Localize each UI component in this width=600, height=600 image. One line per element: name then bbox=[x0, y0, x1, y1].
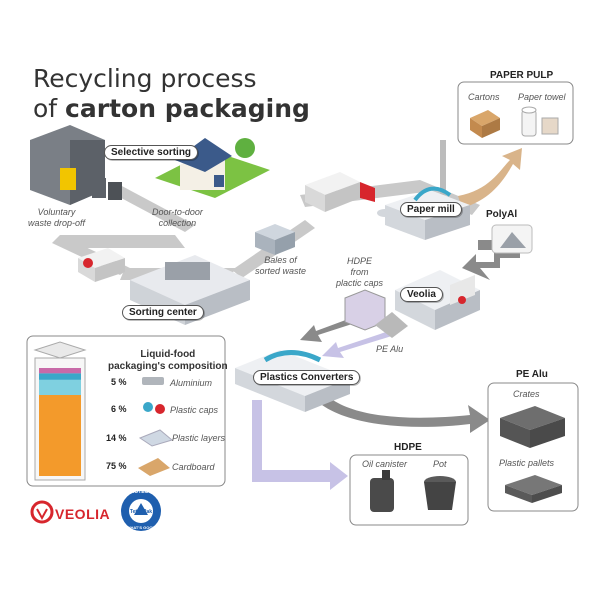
caption-hdpe-caps: HDPE from plactic caps bbox=[336, 256, 384, 288]
dropoff-container-illustration bbox=[30, 125, 122, 205]
arrow-to-hdpe bbox=[252, 400, 348, 490]
bales-illustration bbox=[255, 224, 295, 255]
composition-pct-plastic-layers: 14 % bbox=[106, 433, 127, 443]
cartons-icon bbox=[470, 110, 500, 138]
hdpe-caps-cage bbox=[344, 289, 408, 338]
veolia-logo-text: VEOLIA bbox=[55, 506, 111, 522]
caption-voluntary-dropoff: Voluntary waste drop-off bbox=[28, 207, 86, 228]
tetra-badge-bottom-text: WHAT'S GOOD bbox=[126, 525, 156, 530]
caption-pe-alu-small: PE Alu bbox=[376, 344, 404, 354]
composition-label-aluminium: Aluminium bbox=[170, 378, 213, 388]
composition-label-plastic-caps: Plastic caps bbox=[170, 405, 219, 415]
hdpe-title: HDPE bbox=[394, 442, 422, 453]
collection-truck-left bbox=[78, 248, 125, 282]
carton-drawing bbox=[33, 341, 87, 481]
composition-pct-aluminium: 5 % bbox=[111, 377, 127, 387]
hdpe-item-1: Pot bbox=[433, 459, 447, 469]
paper-pulp-item-1: Paper towel bbox=[518, 92, 566, 102]
title-bold: carton packaging bbox=[65, 94, 310, 123]
caption-door-to-door: Door-to-door collection bbox=[152, 207, 203, 228]
caption-bales: Bales of sorted waste bbox=[255, 255, 307, 276]
pe-alu-item-0: Crates bbox=[513, 389, 540, 399]
collection-truck-top bbox=[305, 172, 375, 212]
label-selective-sorting: Selective sorting bbox=[104, 145, 199, 160]
page-title: Recycling process of carton packaging bbox=[33, 64, 310, 124]
tetra-badge-mid-text: Tetra Pak bbox=[129, 509, 153, 515]
paper-pulp-title: PAPER PULP bbox=[490, 70, 554, 81]
hdpe-item-0: Oil canister bbox=[362, 459, 408, 469]
veolia-logo-mark bbox=[30, 500, 54, 524]
plastic-caps-icon bbox=[143, 402, 165, 414]
arrow-to-pe-alu bbox=[322, 398, 490, 433]
composition-label-cardboard: Cardboard bbox=[172, 462, 215, 472]
title-line-2: of carton packaging bbox=[33, 94, 310, 123]
tetra-badge-top-text: PROTECTS bbox=[127, 489, 155, 495]
composition-label-plastic-layers: Plastic layers bbox=[172, 433, 226, 443]
label-polyal: PolyAl bbox=[486, 209, 518, 220]
pallet-icon bbox=[505, 475, 562, 503]
bar-plastic-caps bbox=[39, 373, 81, 380]
pe-alu-item-1: Plastic pallets bbox=[499, 458, 555, 468]
houses-illustration bbox=[155, 138, 270, 198]
bar-aluminium bbox=[39, 368, 81, 374]
aluminium-icon bbox=[142, 377, 164, 385]
pot-icon bbox=[424, 476, 456, 510]
paper-pulp-item-0: Cartons bbox=[468, 92, 500, 102]
composition-pct-plastic-caps: 6 % bbox=[111, 404, 127, 414]
tetra-pak-badge bbox=[121, 491, 161, 531]
crate-icon bbox=[500, 406, 565, 448]
label-veolia-site: Veolia bbox=[400, 287, 443, 302]
paper-towel-icon bbox=[521, 106, 559, 137]
arrow-pealu-converters bbox=[322, 330, 395, 358]
label-sorting-center: Sorting center bbox=[122, 305, 204, 320]
composition-pct-cardboard: 75 % bbox=[106, 461, 127, 471]
arrow-paper-pulp bbox=[458, 148, 522, 208]
plastic-layers-icon bbox=[138, 429, 174, 447]
title-line-1: Recycling process bbox=[33, 64, 257, 93]
bar-cardboard bbox=[39, 395, 81, 476]
composition-title: Liquid-food packaging's composition bbox=[108, 349, 228, 372]
label-paper-mill: Paper mill bbox=[400, 202, 462, 217]
bar-plastic-layers bbox=[39, 379, 81, 395]
polyal-material bbox=[491, 224, 533, 254]
cardboard-icon bbox=[138, 458, 170, 476]
oil-canister-icon bbox=[370, 470, 394, 512]
pe-alu-title: PE Alu bbox=[516, 369, 548, 380]
label-plastics-converters: Plastics Converters bbox=[253, 370, 361, 385]
